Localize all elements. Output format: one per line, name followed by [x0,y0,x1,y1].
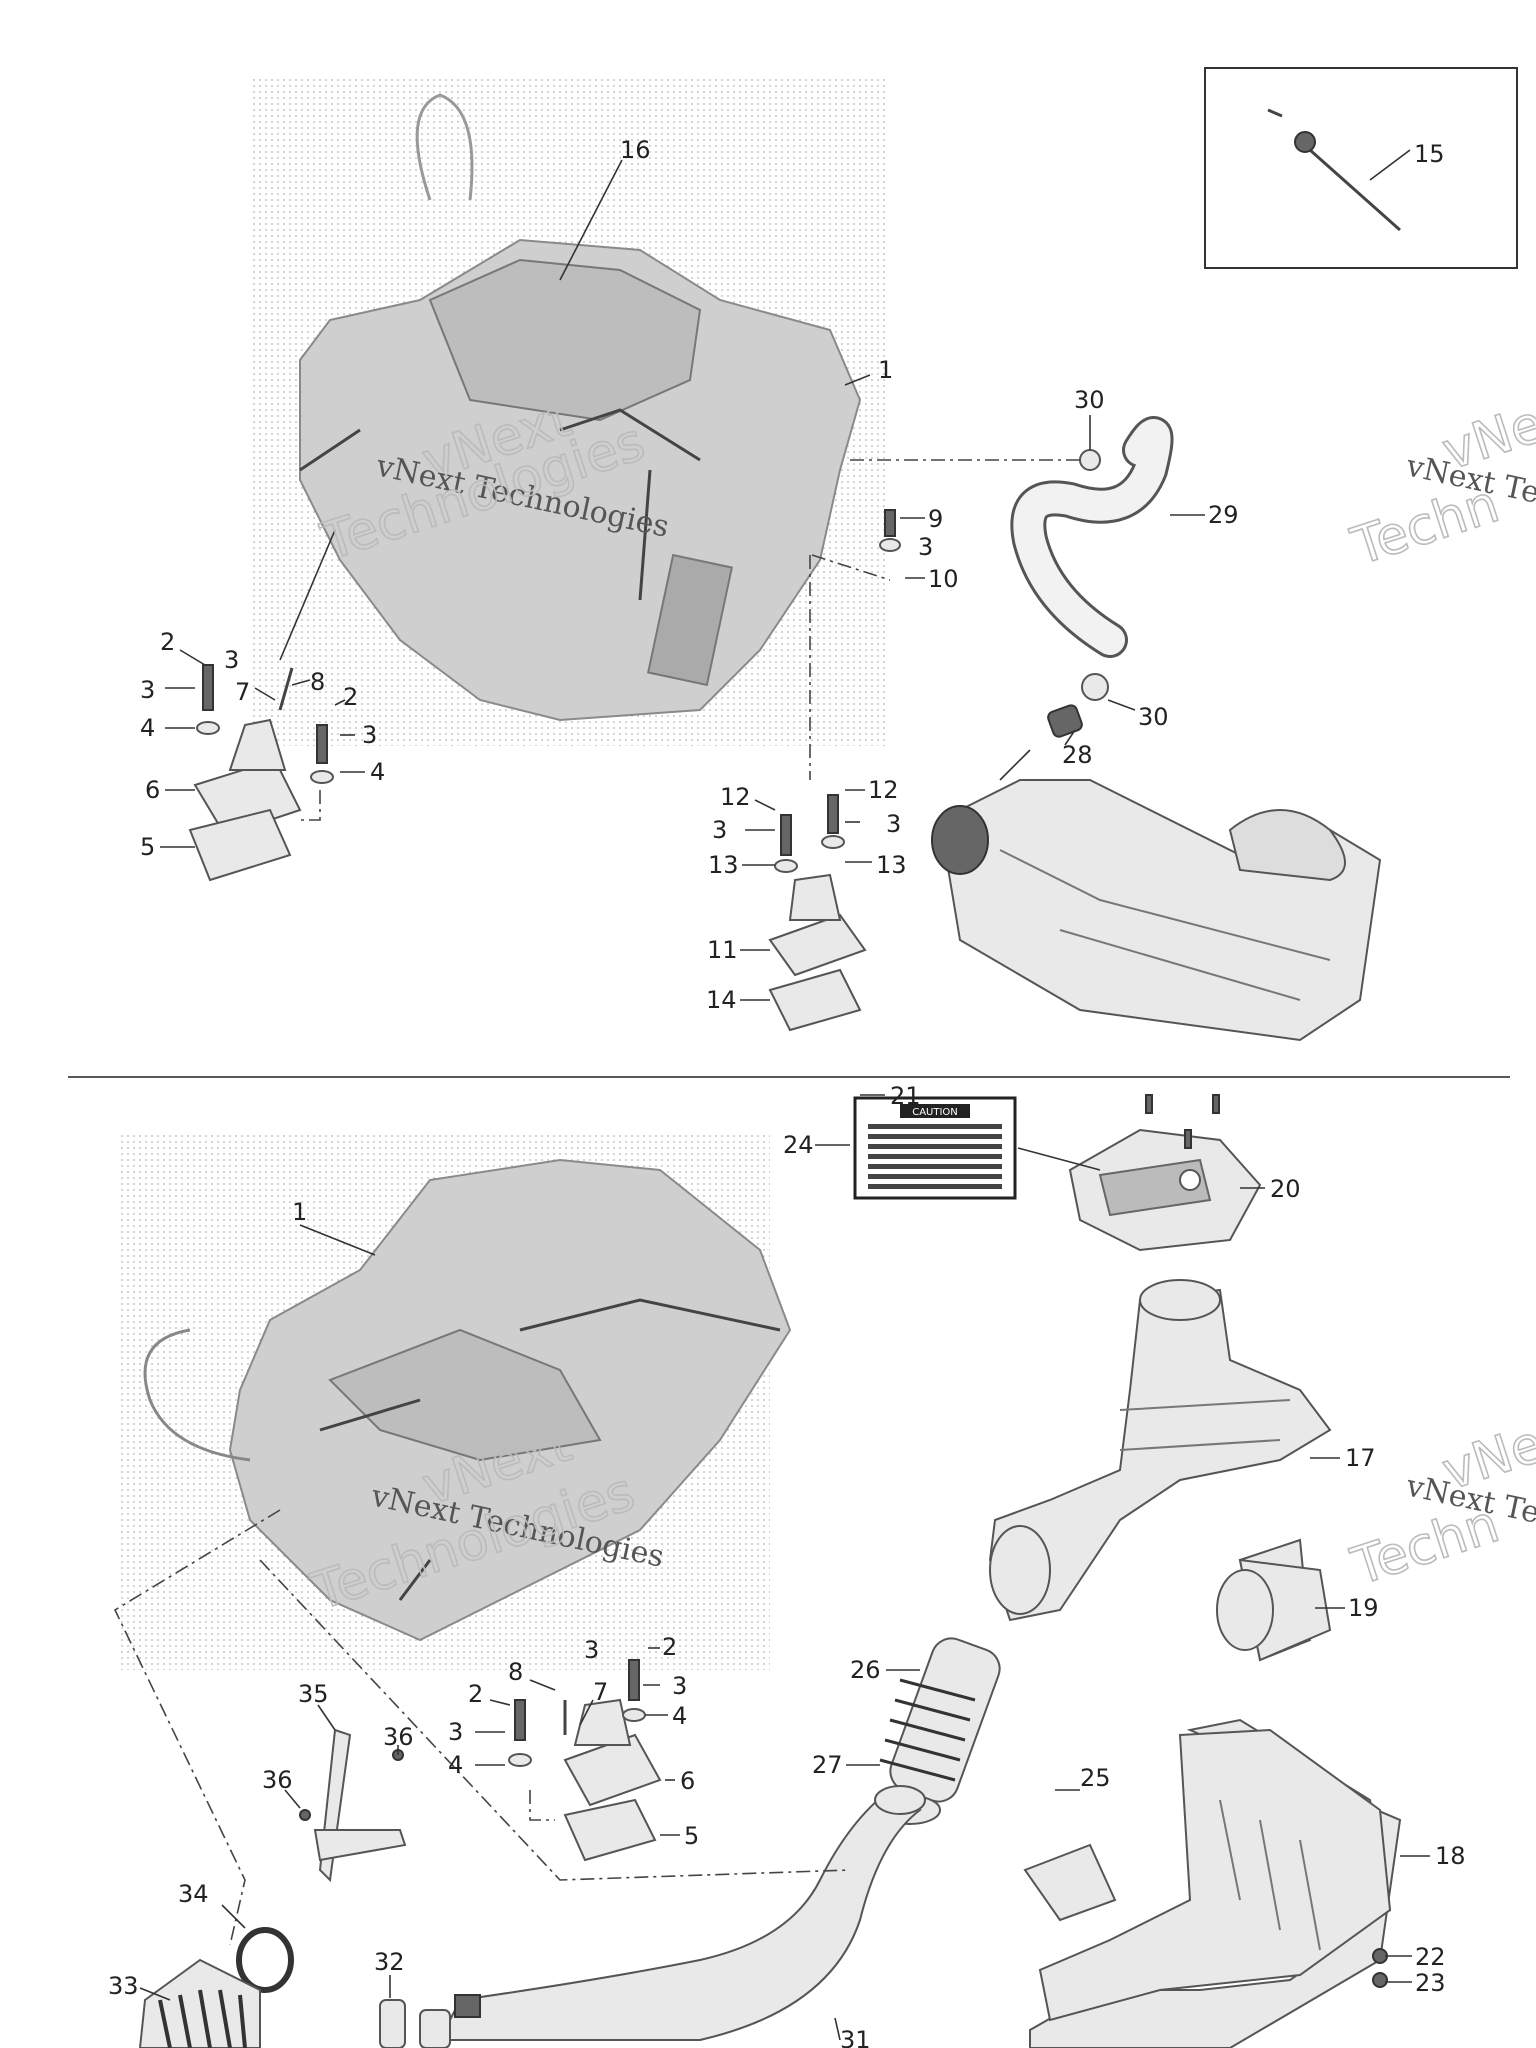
callout-35: 35 [298,1680,329,1708]
assembly-line-left [300,790,321,821]
assembly-line-hose-bottom [113,1509,281,1946]
callout-2-a: 2 [160,628,175,656]
air-intake-silencer [931,779,1382,1042]
callout-5-a: 5 [140,833,155,861]
callout-6-a: 6 [145,776,160,804]
callout-22: 22 [1415,1943,1446,1971]
callout-17: 17 [1345,1444,1376,1472]
engine-assembly-top [299,93,862,722]
callout-4-d: 4 [448,1751,463,1779]
callout-2-c: 2 [662,1633,677,1661]
assembly-line-mount-bottom [529,1790,555,1821]
callout-32: 32 [374,1948,405,1976]
watermark-edge-top: vNe vNext Te Techn [1344,393,1536,578]
warning-label: CAUTION [853,1096,1017,1200]
flap-piece [1023,1843,1117,1922]
callout-27: 27 [812,1751,843,1779]
callout-10: 10 [928,565,959,593]
watermark-edge-bottom: vNe vNext Te Techn [1344,1413,1536,1598]
engine-mount-left-top [188,664,334,882]
assembly-line-bolt [811,554,891,581]
support-bracket [299,1728,407,1883]
callout-18: 18 [1435,1842,1466,1870]
engine-mount-right-top [768,509,901,1032]
callout-20: 20 [1270,1175,1301,1203]
callout-3-g: 3 [584,1636,599,1664]
callout-7-b: 7 [593,1678,608,1706]
callout-30-bottom: 30 [1138,703,1169,731]
flange-adapter [1216,1538,1332,1662]
callout-31: 31 [840,2026,871,2048]
callout-15: 15 [1414,140,1445,168]
callout-30-top: 30 [1074,386,1105,414]
dipstick-part [1267,108,1401,232]
callout-8-a: 8 [310,668,325,696]
callout-2-d: 2 [468,1680,483,1708]
callout-8-b: 8 [508,1658,523,1686]
callout-6-b: 6 [680,1767,695,1795]
tray-housing [1029,1718,1402,2048]
callout-3-e: 3 [712,816,727,844]
callout-12-a: 12 [720,783,751,811]
callout-3-c: 3 [140,676,155,704]
callout-2-b: 2 [343,683,358,711]
callout-7-a: 7 [235,678,250,706]
callout-23: 23 [1415,1969,1446,1997]
callout-3-a: 3 [918,533,933,561]
callout-11: 11 [707,936,738,964]
callout-24: 24 [783,1131,814,1159]
callout-13-a: 13 [708,851,739,879]
callout-4-c: 4 [672,1702,687,1730]
callout-3-b: 3 [224,646,239,674]
callout-19: 19 [1348,1594,1379,1622]
callout-1-bottom: 1 [292,1198,307,1226]
callout-33: 33 [108,1972,139,2000]
svg-text:Techn: Techn [1345,1494,1507,1598]
callout-34: 34 [178,1880,209,1908]
filter-hose [138,1927,451,2048]
callout-14: 14 [706,986,737,1014]
callout-4-b: 4 [370,758,385,786]
callout-21: 21 [890,1082,921,1110]
callout-3-d: 3 [362,721,377,749]
warning-label-header: CAUTION [912,1107,958,1118]
callout-4-a: 4 [140,714,155,742]
callout-13-b: 13 [876,851,907,879]
callout-3-i: 3 [448,1718,463,1746]
arrow-silencer [999,749,1031,781]
callout-26: 26 [850,1656,881,1684]
callout-12-b: 12 [868,776,899,804]
air-silencer-cover [1068,1094,1262,1252]
callout-3-f: 3 [886,810,901,838]
intake-tube [438,1785,926,2041]
callout-1-top: 1 [878,356,893,384]
air-intake-duct [988,1279,1332,1622]
callout-29: 29 [1208,501,1239,529]
nut-23 [1372,1972,1388,1988]
inset-box-dipstick [1204,67,1518,269]
assembly-line-tube [259,1559,851,1881]
engine-assembly-bottom [143,1158,792,1642]
callout-9: 9 [928,505,943,533]
arrow-left-mount [279,529,336,661]
callout-25: 25 [1080,1764,1111,1792]
callout-28: 28 [1062,741,1093,769]
coolant-hose [1010,416,1174,738]
nut-22 [1372,1948,1388,1964]
callout-36-a: 36 [383,1723,414,1751]
svg-text:Techn: Techn [1345,474,1507,578]
callout-16: 16 [620,136,651,164]
engine-mount-bottom [508,1659,662,1862]
callout-36-b: 36 [262,1766,293,1794]
callout-3-h: 3 [672,1672,687,1700]
callout-5-b: 5 [684,1822,699,1850]
